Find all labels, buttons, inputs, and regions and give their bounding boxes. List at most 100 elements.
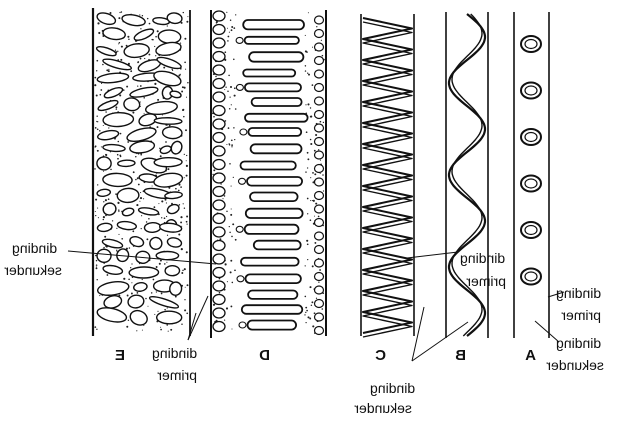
stipple-dot <box>143 198 144 199</box>
stipple-dot <box>118 211 119 212</box>
wall-pit <box>213 227 225 237</box>
wall-pit <box>315 192 324 200</box>
pit <box>102 57 132 72</box>
wall-pit <box>213 92 225 102</box>
wall-pit <box>213 214 225 224</box>
stipple-dot <box>224 195 226 197</box>
stipple-dot <box>95 215 96 216</box>
slit-pit <box>243 20 304 29</box>
wall-pit <box>315 246 324 254</box>
stipple-dot <box>231 236 233 238</box>
stipple-dot <box>139 201 140 202</box>
stipple-dot <box>305 312 306 313</box>
vessel-b-helical <box>446 12 488 338</box>
stipple-dot <box>153 279 155 281</box>
stipple-dot <box>105 154 106 155</box>
pit <box>122 207 135 217</box>
stipple-dot <box>314 150 316 152</box>
vessel-e-pitted <box>93 8 190 336</box>
stipple-dot <box>159 263 161 265</box>
stipple-dot <box>224 89 225 90</box>
stipple-dot <box>142 15 143 16</box>
stipple-dot <box>230 86 232 88</box>
stipple-dot <box>146 238 148 240</box>
pit <box>97 157 112 171</box>
pit <box>96 45 117 58</box>
stipple-dot <box>315 203 317 205</box>
stipple-dot <box>181 91 183 93</box>
pit <box>155 40 182 57</box>
pit <box>138 207 159 217</box>
stipple-dot <box>316 298 317 299</box>
wall-pit <box>315 219 324 227</box>
label-dinding-text: dinding <box>12 240 57 256</box>
stipple-dot <box>318 282 319 283</box>
stipple-dot <box>161 293 163 295</box>
wall-pit <box>213 11 225 21</box>
stipple-dot <box>108 70 110 72</box>
stipple-dot <box>100 94 102 96</box>
pit <box>159 145 172 155</box>
stipple-dot <box>320 121 322 123</box>
stipple-dot <box>140 101 141 102</box>
wall-pit <box>315 300 324 308</box>
wall-pit <box>315 313 324 321</box>
stipple-dot <box>185 287 186 288</box>
stipple-dot <box>128 279 130 281</box>
stipple-dot <box>110 12 112 14</box>
stipple-dot <box>321 40 322 41</box>
wall-pit <box>213 173 225 183</box>
pit <box>169 140 183 156</box>
wall-pit <box>213 79 225 89</box>
stipple-dot <box>229 232 230 233</box>
stipple-dot <box>130 267 131 268</box>
stipple-dot <box>117 154 119 156</box>
stipple-dot <box>305 296 307 298</box>
pit <box>97 280 130 298</box>
slit-pit <box>245 114 308 122</box>
slit-pit <box>242 305 302 314</box>
stipple-dot <box>94 168 96 170</box>
vessel-d-right-wall-pits <box>315 16 324 335</box>
stipple-dot <box>142 279 143 280</box>
stipple-dot <box>180 42 181 43</box>
stipple-dot <box>120 59 122 61</box>
stipple-dot <box>119 12 120 13</box>
pit <box>153 171 184 189</box>
pit <box>162 126 182 139</box>
pit <box>158 30 181 44</box>
stipple-dot <box>167 235 168 236</box>
stipple-dot <box>178 184 180 186</box>
stipple-dot <box>231 144 233 146</box>
slit-pit <box>246 209 303 218</box>
letter-c: C <box>375 347 386 364</box>
stipple-dot <box>307 152 309 154</box>
stipple-dot <box>226 12 227 13</box>
stipple-dot <box>166 202 167 203</box>
stipple-dot <box>186 165 188 167</box>
stipple-dot <box>115 106 117 108</box>
stipple-dot <box>322 174 324 176</box>
stipple-dot <box>314 173 316 175</box>
stipple-dot <box>178 233 180 235</box>
stipple-dot <box>146 221 147 222</box>
stipple-dot <box>227 90 229 92</box>
stipple-dot <box>108 198 110 200</box>
stipple-dot <box>131 293 133 295</box>
slit-pit <box>250 193 298 202</box>
stipple-dot <box>312 265 314 267</box>
stipple-dot <box>187 82 188 83</box>
ring-outer <box>521 129 541 145</box>
stipple-dot <box>96 267 98 269</box>
stipple-dot <box>311 301 313 303</box>
stipple-dot <box>129 247 131 249</box>
stipple-dot <box>186 251 188 253</box>
stipple-dot <box>222 198 223 199</box>
stipple-dot <box>140 85 142 87</box>
label-primer-text: primer <box>561 307 601 323</box>
stipple-dot <box>309 318 311 320</box>
stipple-dot <box>118 234 119 235</box>
stipple-dot <box>96 60 98 62</box>
wall-pit <box>315 327 324 335</box>
stipple-dot <box>142 330 143 331</box>
